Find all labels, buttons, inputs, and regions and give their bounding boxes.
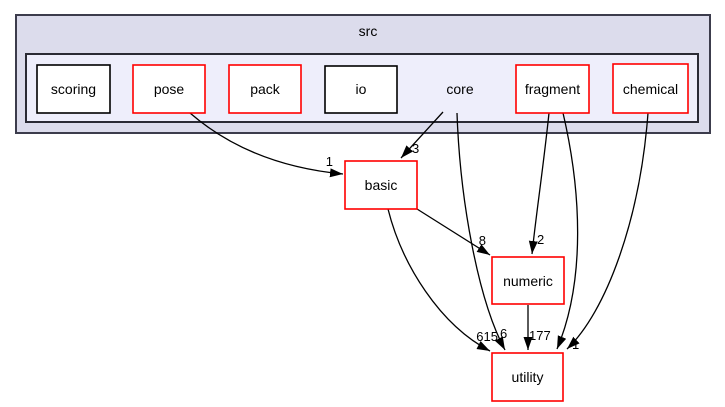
- edge-fragment-to-numeric: [528, 112, 550, 255]
- node-io-label: io: [356, 81, 367, 97]
- node-fragment-label: fragment: [525, 81, 580, 97]
- edge-count-numeric-utility: 177: [529, 328, 551, 343]
- node-fragment[interactable]: fragment: [515, 64, 590, 114]
- node-pose[interactable]: pose: [132, 64, 206, 114]
- edge-pose-to-basic: [189, 112, 344, 178]
- edge-count-core-utility: 6: [500, 326, 507, 341]
- node-utility-label: utility: [512, 369, 544, 385]
- node-chemical-label: chemical: [623, 81, 678, 97]
- node-core-label: core: [446, 81, 473, 97]
- node-numeric[interactable]: numeric: [491, 256, 565, 305]
- edge-count-core-basic: 3: [412, 141, 419, 156]
- edge-basic-to-utility: [387, 208, 491, 352]
- edge-count-basic-numeric: 8: [479, 233, 486, 248]
- edge-core-to-basic: [400, 111, 444, 159]
- node-pack-label: pack: [250, 81, 281, 97]
- edge-basic-to-numeric: [416, 208, 491, 256]
- edge-count-basic-utility: 615: [476, 329, 498, 344]
- node-pose-label: pose: [154, 81, 185, 97]
- node-basic-label: basic: [365, 177, 398, 193]
- node-scoring-label: scoring: [51, 81, 96, 97]
- node-utility[interactable]: utility: [491, 352, 564, 402]
- edge-count-pose-basic: 1: [326, 154, 333, 169]
- node-core: core: [446, 81, 473, 97]
- edge-core-to-utility: [456, 112, 506, 351]
- edge-fragment-to-utility: [556, 112, 579, 350]
- cluster-src-title[interactable]: src: [359, 23, 378, 39]
- edge-count-chemical-utility: 1: [572, 337, 579, 352]
- node-io[interactable]: io: [324, 65, 398, 114]
- node-pack[interactable]: pack: [228, 64, 302, 114]
- node-chemical[interactable]: chemical: [612, 63, 689, 114]
- node-numeric-label: numeric: [503, 273, 553, 289]
- node-basic[interactable]: basic: [344, 160, 418, 210]
- node-scoring[interactable]: scoring: [36, 64, 111, 114]
- edge-chemical-to-utility: [566, 112, 649, 350]
- edge-count-fragment-numeric: 2: [537, 232, 544, 247]
